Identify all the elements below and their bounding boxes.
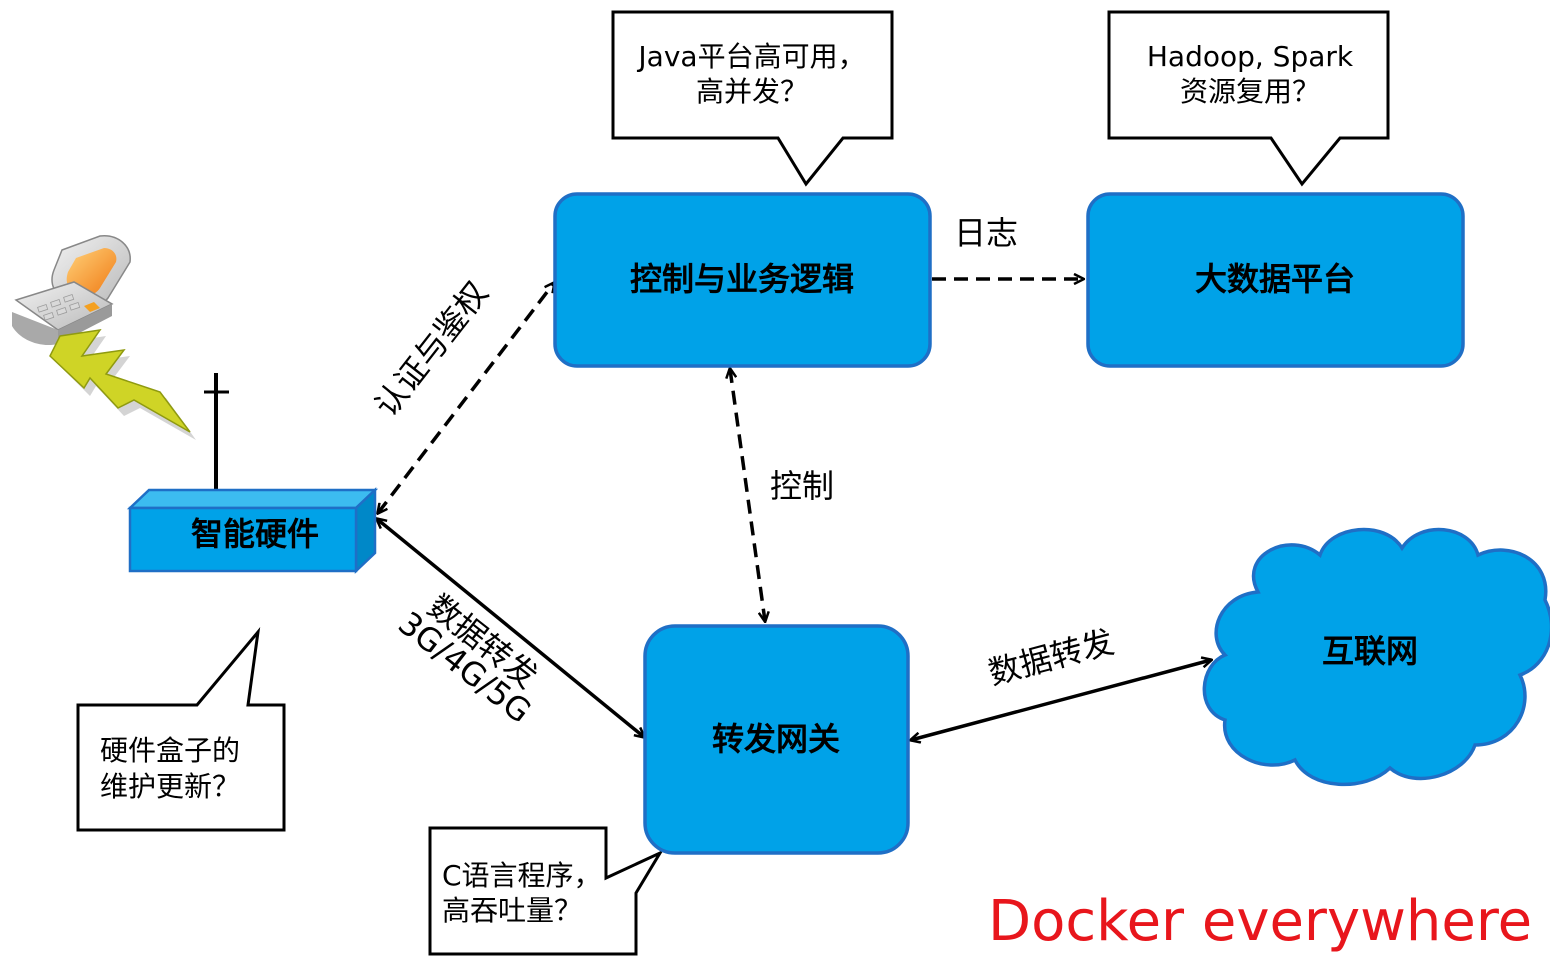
node-bigdata-label: 大数据平台 bbox=[1195, 260, 1355, 298]
callout-hardware-box: 硬件盒子的 维护更新？ bbox=[76, 627, 286, 832]
node-control-logic: 控制与业务逻辑 bbox=[553, 192, 932, 368]
node-gateway: 转发网关 bbox=[643, 624, 910, 855]
edge-control bbox=[730, 369, 765, 621]
callout-c-line1: C语言程序， bbox=[442, 859, 602, 892]
node-internet-label: 互联网 bbox=[1322, 632, 1418, 670]
connectors bbox=[377, 279, 1211, 740]
edge-auth bbox=[378, 283, 554, 513]
callout-c-language: C语言程序， 高吞吐量？ bbox=[428, 826, 664, 956]
callout-hadoop: Hadoop, Spark 资源复用？ bbox=[1107, 10, 1390, 187]
signal-lightning-icon bbox=[49, 329, 196, 440]
callout-java-line2: 高并发？ bbox=[696, 75, 808, 108]
callout-java-line1: Java平台高可用， bbox=[636, 40, 865, 73]
mobile-phone-icon bbox=[12, 235, 131, 346]
edge-control-label: 控制 bbox=[770, 467, 834, 505]
edge-forward-internet bbox=[911, 660, 1211, 740]
callout-hw-line1: 硬件盒子的 bbox=[100, 734, 240, 767]
node-internet-cloud: 互联网 bbox=[1202, 527, 1550, 787]
callout-java: Java平台高可用， 高并发？ bbox=[611, 10, 894, 187]
callout-c-line2: 高吞吐量？ bbox=[442, 894, 582, 927]
node-control-label: 控制与业务逻辑 bbox=[630, 260, 854, 298]
edge-log-label: 日志 bbox=[954, 214, 1018, 252]
edge-forward-net-label: 数据转发 bbox=[984, 622, 1117, 692]
node-big-data: 大数据平台 bbox=[1086, 192, 1465, 368]
node-gateway-label: 转发网关 bbox=[712, 720, 840, 758]
node-hardware-label: 智能硬件 bbox=[191, 515, 319, 553]
node-smart-hardware: 智能硬件 bbox=[126, 373, 379, 574]
edge-forward-hardware bbox=[377, 519, 644, 737]
edge-auth-label: 认证与鉴权 bbox=[367, 274, 495, 423]
callout-hw-line2: 维护更新？ bbox=[100, 770, 240, 803]
docker-everywhere-text: Docker everywhere bbox=[988, 889, 1532, 954]
callout-hadoop-line2: 资源复用？ bbox=[1180, 75, 1320, 108]
callout-hadoop-line1: Hadoop, Spark bbox=[1147, 40, 1354, 73]
